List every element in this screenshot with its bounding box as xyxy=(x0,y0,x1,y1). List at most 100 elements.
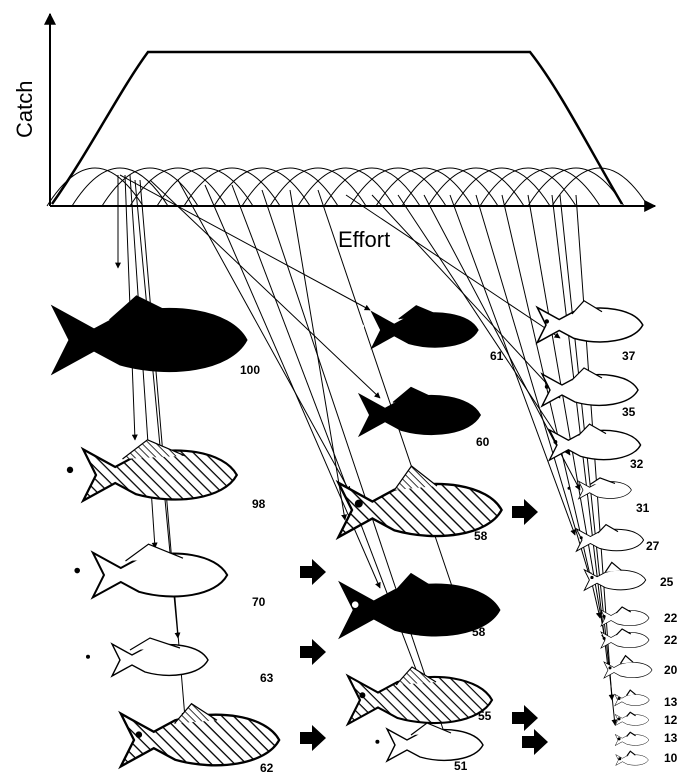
x-axis-label: Effort xyxy=(338,227,390,252)
fish-eye xyxy=(603,615,606,618)
connector-arrow xyxy=(120,175,370,310)
species-label: 20 xyxy=(664,663,678,677)
fish-eye xyxy=(618,717,621,720)
species-catch-curve xyxy=(270,168,366,206)
fish-eye xyxy=(618,697,621,700)
connector-arrow xyxy=(450,195,575,535)
fish-silhouette xyxy=(604,662,652,678)
decline-arrow-icon xyxy=(512,499,538,525)
species-label: 35 xyxy=(622,405,636,419)
fish-eye xyxy=(545,319,549,323)
fish-icon xyxy=(360,306,478,348)
species-label: 12 xyxy=(664,713,678,727)
fish-eye xyxy=(568,487,571,490)
fish-icon xyxy=(121,704,279,767)
dorsal-fin xyxy=(621,656,634,664)
fish-eye xyxy=(359,692,365,698)
fish-silhouette xyxy=(615,734,649,745)
fish-eye xyxy=(603,637,606,640)
species-label: 22 xyxy=(664,611,678,625)
fish-silhouette xyxy=(615,694,650,706)
fish-icon xyxy=(542,368,638,406)
fish-icon xyxy=(537,301,643,343)
fish-icon xyxy=(86,638,208,676)
fish-eye xyxy=(580,536,583,539)
species-label: 63 xyxy=(260,671,274,685)
fish-icon xyxy=(74,544,227,597)
fish-eye xyxy=(353,409,358,414)
species-label: 31 xyxy=(636,501,650,515)
species-label: 27 xyxy=(646,539,660,553)
species-label: 55 xyxy=(478,709,492,723)
species-label: 32 xyxy=(630,457,644,471)
fish-silhouette xyxy=(615,714,649,725)
species-label: 25 xyxy=(660,575,674,589)
species-catch-curve xyxy=(214,168,310,206)
fish-icon xyxy=(604,656,652,678)
fish-eye xyxy=(355,500,363,508)
fish-eye xyxy=(590,576,593,579)
fish-silhouette xyxy=(54,308,246,372)
species-label: 70 xyxy=(252,595,266,609)
decline-arrow-icon xyxy=(522,729,548,755)
fish-icon xyxy=(615,712,649,725)
total-catch-curve xyxy=(52,52,622,204)
species-catch-curve xyxy=(102,168,198,206)
fish-silhouette xyxy=(616,755,649,766)
connector-arrow xyxy=(502,195,600,618)
connector-arrow xyxy=(372,195,560,398)
fish-icon xyxy=(615,690,650,706)
connector-arrow xyxy=(262,190,445,735)
species-catch-curve xyxy=(242,168,338,206)
fish-icon xyxy=(49,296,246,372)
fish-eye xyxy=(49,330,57,338)
fish-icon xyxy=(338,466,501,537)
species-label: 98 xyxy=(252,497,266,511)
species-label: 51 xyxy=(454,759,468,773)
fish-eye xyxy=(360,324,364,328)
chart-axes: Catch Effort xyxy=(12,14,655,252)
fish-icon xyxy=(576,525,643,552)
fish-icon xyxy=(353,388,480,436)
fish-icon xyxy=(615,732,649,745)
fish-eye xyxy=(136,731,143,738)
species-label: 22 xyxy=(664,633,678,647)
fish-icon xyxy=(67,440,237,501)
species-label: 58 xyxy=(474,529,488,543)
species-label: 13 xyxy=(664,695,678,709)
species-label: 37 xyxy=(622,349,636,363)
fish-eye xyxy=(554,440,558,444)
species-label: 10 xyxy=(664,751,678,765)
fish-icon xyxy=(348,667,492,724)
dorsal-fin xyxy=(395,466,438,490)
fish-eye xyxy=(67,467,73,473)
species-catch-curve xyxy=(504,168,600,206)
connector-arrow xyxy=(290,190,345,520)
dorsal-fin xyxy=(627,712,636,716)
fish-eye xyxy=(352,601,359,608)
fish-eye xyxy=(375,740,379,744)
species-label: 61 xyxy=(490,349,504,363)
decline-arrow-icon xyxy=(300,725,326,751)
fish-illustrations xyxy=(49,296,652,766)
fish-icon xyxy=(616,751,649,765)
species-label: 60 xyxy=(476,435,490,449)
species-catch-curve xyxy=(72,168,168,206)
decline-arrow-icon xyxy=(512,705,538,731)
decline-arrow-icon xyxy=(300,639,326,665)
fish-eye xyxy=(86,655,90,659)
fish-silhouette xyxy=(93,553,227,598)
fish-eye xyxy=(74,568,80,574)
species-label: 13 xyxy=(664,731,678,745)
fish-silhouette xyxy=(601,610,649,626)
species-catch-curve xyxy=(552,168,648,206)
y-axis-label: Catch xyxy=(12,81,37,138)
fish-icon xyxy=(549,424,640,460)
fish-eye xyxy=(545,385,549,389)
species-label: 62 xyxy=(260,761,274,775)
dorsal-fin xyxy=(627,690,636,695)
species-label: 58 xyxy=(472,625,486,639)
species-catch-curve xyxy=(47,168,143,206)
dorsal-fin xyxy=(627,751,636,756)
